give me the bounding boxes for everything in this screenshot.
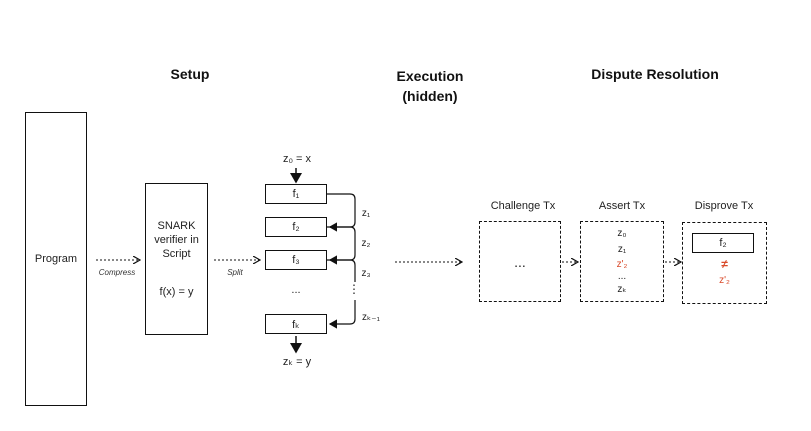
disprove-z2-prime: z'₂ <box>719 275 730 286</box>
f3-box: f₃ <box>265 250 327 270</box>
snark-line3: Script <box>162 248 191 260</box>
vertical-dots: ⋮ <box>348 282 360 296</box>
assert-zk: zₖ <box>617 284 627 295</box>
z0-label: z₀ = x <box>282 153 312 165</box>
assert-z1: z₁ <box>617 244 627 255</box>
disprove-f2-box: f₂ <box>692 233 754 253</box>
challenge-tx-title: Challenge Tx <box>490 200 556 212</box>
compress-label: Compress <box>98 268 136 277</box>
disprove-tx-box: f₂ ≠ z'₂ <box>682 222 767 304</box>
execution-heading: Execution (hidden) <box>396 68 464 104</box>
assert-dots: ... <box>617 271 627 282</box>
f1-label: f₁ <box>292 188 300 200</box>
z1-label: z₁ <box>361 208 371 219</box>
program-label: Program <box>34 253 78 265</box>
disprove-tx-title: Disprove Tx <box>694 200 754 212</box>
challenge-tx-box: ... <box>479 221 561 302</box>
z3-label: z₃ <box>361 268 371 279</box>
assert-tx-box: z₀ z₁ z'₂ ... zₖ <box>580 221 664 302</box>
dispute-resolution-heading: Dispute Resolution <box>591 66 719 82</box>
setup-heading: Setup <box>170 66 210 82</box>
f2-label: f₂ <box>292 221 300 233</box>
challenge-tx-dots: ... <box>514 253 526 270</box>
f2-box: f₂ <box>265 217 327 237</box>
snark-line2: verifier in <box>154 234 199 246</box>
assert-z2-prime: z'₂ <box>616 259 628 270</box>
disprove-f2-label: f₂ <box>719 237 727 249</box>
f1-box: f₁ <box>265 184 327 204</box>
not-equal-sign: ≠ <box>721 257 728 271</box>
assert-tx-title: Assert Tx <box>598 200 646 212</box>
zk-label: zₖ = y <box>282 356 312 368</box>
loop-arrow-k <box>328 300 356 329</box>
loop-arrow-3 <box>327 259 356 282</box>
split-label: Split <box>227 268 243 277</box>
f3-label: f₃ <box>292 254 300 266</box>
zk1-label: zₖ₋₁ <box>362 312 380 323</box>
loop-arrow-1 <box>327 193 356 232</box>
program-box: Program <box>25 112 87 406</box>
loop-arrow-2 <box>327 226 356 265</box>
assert-z0: z₀ <box>617 228 627 239</box>
chain-dots: ... <box>291 284 301 296</box>
z2-label: z₂ <box>361 238 371 249</box>
snark-verifier-box: SNARK verifier in Script f(x) = y <box>145 183 208 335</box>
snark-formula: f(x) = y <box>159 286 194 298</box>
fk-box: fₖ <box>265 314 327 334</box>
fk-label: fₖ <box>292 318 300 331</box>
snark-line1: SNARK <box>157 220 196 232</box>
